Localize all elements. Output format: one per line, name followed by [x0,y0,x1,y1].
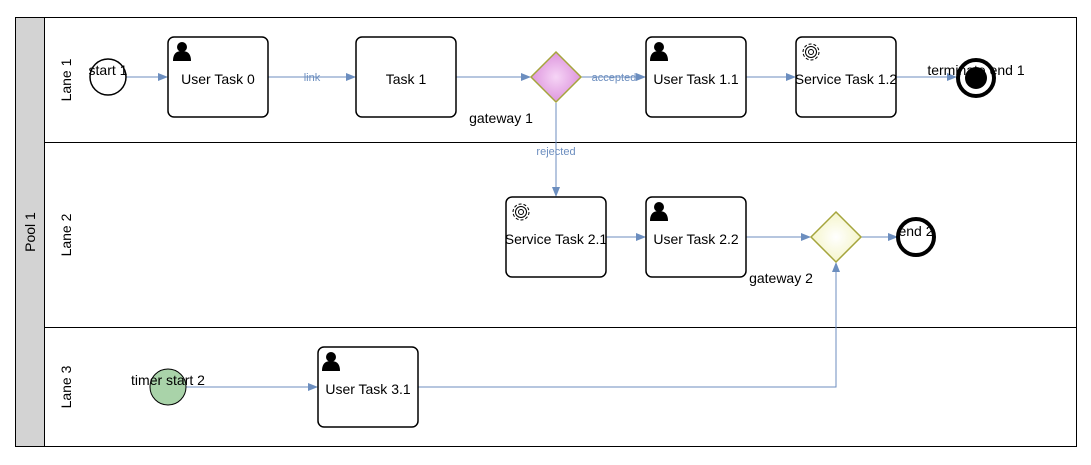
lane-1-label: Lane 1 [58,58,74,101]
gear-icon [802,43,820,61]
user-task-3-1-label: User Task 3.1 [325,381,411,397]
pool-header [15,17,45,447]
task-1[interactable]: Task 1 [355,36,457,118]
task-box[interactable] [167,36,269,118]
gateway-diamond[interactable] [529,50,583,104]
service-task-2-1-label: Service Task 2.1 [505,231,608,247]
end-2-label: end 2 [898,223,933,239]
user-task-2-2[interactable]: User Task 2.2 [645,196,747,278]
task-box[interactable] [317,346,419,428]
user-icon [173,42,191,61]
lanes: Lane 1 Lane 2 Lane 3 [44,17,1077,447]
user-icon [650,42,668,61]
task-box[interactable] [795,36,897,118]
user-task-0[interactable]: User Task 0 [167,36,269,118]
lane-2-label: Lane 2 [58,213,74,256]
task-box[interactable] [505,196,607,278]
service-task-1-2[interactable]: Service Task 1.2 [795,36,898,118]
sequence-flows [126,73,957,391]
start-event-1-label: start 1 [89,62,128,78]
terminate-end-1-label: terminate end 1 [927,62,1024,78]
user-task-0-label: User Task 0 [181,71,255,87]
task-box[interactable] [645,36,747,118]
end-event-2[interactable]: end 2 [896,217,936,257]
flow-label-rejected: rejected [536,146,575,158]
user-task-1-1-label: User Task 1.1 [653,71,739,87]
user-task-3-1[interactable]: User Task 3.1 [317,346,419,428]
lane-3-label: Lane 3 [58,365,74,408]
gateway-2[interactable]: gateway 2 [749,210,863,286]
gateway-1[interactable]: gateway 1 [469,50,583,126]
gateway-1-label: gateway 1 [469,110,533,126]
user-task-2-2-label: User Task 2.2 [653,231,739,247]
task-1-label: Task 1 [386,71,427,87]
end-event-circle[interactable] [896,217,936,257]
flow-label-link: link [304,72,321,84]
terminate-marker [965,67,987,89]
user-icon [322,352,340,371]
service-task-2-1[interactable]: Service Task 2.1 [505,196,608,278]
timer-start-event-2[interactable]: timer start 2 [131,368,205,406]
user-icon [650,202,668,221]
pool-label: Pool 1 [22,212,38,252]
start-event-1[interactable]: start 1 [89,58,128,96]
task-box[interactable] [355,36,457,118]
gear-icon [512,203,530,221]
timer-start-2-label: timer start 2 [131,372,205,388]
flow-label-accepted: accepted [592,72,637,84]
task-box[interactable] [645,196,747,278]
gateway-diamond[interactable] [809,210,863,264]
flow-usertask31-gateway2[interactable] [418,262,840,388]
gateway-2-label: gateway 2 [749,270,813,286]
start-event-circle[interactable] [89,58,127,96]
terminate-end-event-1[interactable]: terminate end 1 [927,58,1025,98]
user-task-1-1[interactable]: User Task 1.1 [645,36,747,118]
service-task-1-2-label: Service Task 1.2 [795,71,898,87]
timer-start-circle[interactable] [149,368,187,406]
